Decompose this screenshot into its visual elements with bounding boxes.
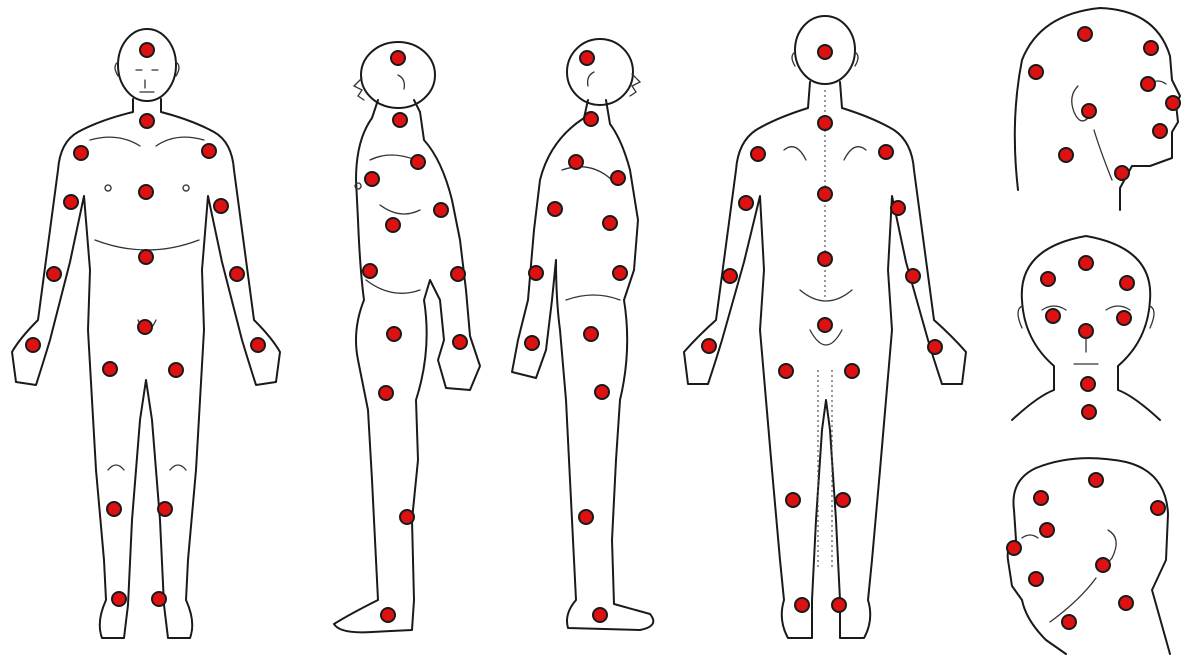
side-body-sketch-point-9 <box>584 327 598 341</box>
side-body-sketch-point-12 <box>579 510 593 524</box>
front-body-point-3 <box>74 146 88 160</box>
front-body-point-11 <box>138 320 152 334</box>
head-side-left-figure <box>1008 458 1170 654</box>
side-body-sketch-point-5 <box>548 202 562 216</box>
back-body-point-11 <box>818 318 832 332</box>
back-body-point-4 <box>879 145 893 159</box>
front-body-point-19 <box>152 592 166 606</box>
back-body-point-9 <box>723 269 737 283</box>
back-body-point-12 <box>702 339 716 353</box>
head-side-right-point-6 <box>1082 104 1096 118</box>
head-side-left-point-5 <box>1007 541 1021 555</box>
head-front-point-5 <box>1117 311 1131 325</box>
back-body-point-17 <box>836 493 850 507</box>
head-side-right-point-7 <box>1153 124 1167 138</box>
head-front-point-8 <box>1082 405 1096 419</box>
back-body-point-15 <box>845 364 859 378</box>
front-body-point-5 <box>64 195 78 209</box>
front-body-point-9 <box>47 267 61 281</box>
back-body-point-5 <box>739 196 753 210</box>
head-front-point-6 <box>1079 324 1093 338</box>
head-side-left-point-8 <box>1119 596 1133 610</box>
head-side-right-point-5 <box>1166 96 1180 110</box>
front-body-point-13 <box>251 338 265 352</box>
front-body-point-6 <box>214 199 228 213</box>
back-body-point-6 <box>818 187 832 201</box>
head-side-left-point-6 <box>1096 558 1110 572</box>
head-side-left-point-7 <box>1029 572 1043 586</box>
front-body-point-17 <box>158 502 172 516</box>
side-body-sketch-point-3 <box>569 155 583 169</box>
head-side-right-point-3 <box>1029 65 1043 79</box>
front-body-point-18 <box>112 592 126 606</box>
side-body-muscled-point-5 <box>434 203 448 217</box>
head-side-right-point-9 <box>1115 166 1129 180</box>
side-body-muscled-point-12 <box>400 510 414 524</box>
side-body-sketch-point-10 <box>525 336 539 350</box>
head-side-right-figure <box>1015 8 1180 210</box>
head-side-left-point-4 <box>1040 523 1054 537</box>
front-body-point-1 <box>140 43 154 57</box>
head-front-point-7 <box>1081 377 1095 391</box>
side-body-muscled-point-4 <box>365 172 379 186</box>
back-body-point-16 <box>786 493 800 507</box>
head-side-right-point-1 <box>1078 27 1092 41</box>
side-body-sketch-point-1 <box>580 51 594 65</box>
front-body-point-14 <box>103 362 117 376</box>
back-body-point-7 <box>891 201 905 215</box>
back-body-point-18 <box>795 598 809 612</box>
head-side-right-point-2 <box>1144 41 1158 55</box>
front-body-point-15 <box>169 363 183 377</box>
front-body-point-10 <box>230 267 244 281</box>
head-front-point-4 <box>1046 309 1060 323</box>
front-body-point-4 <box>202 144 216 158</box>
side-body-muscled-point-2 <box>393 113 407 127</box>
side-body-sketch-point-8 <box>613 266 627 280</box>
front-body-point-12 <box>26 338 40 352</box>
back-body-point-13 <box>928 340 942 354</box>
side-body-muscled-point-9 <box>387 327 401 341</box>
side-body-muscled-point-1 <box>391 51 405 65</box>
back-body-point-8 <box>818 252 832 266</box>
head-side-right-point-4 <box>1141 77 1155 91</box>
front-body-point-16 <box>107 502 121 516</box>
side-body-sketch-point-13 <box>593 608 607 622</box>
head-front-point-1 <box>1079 256 1093 270</box>
head-side-right-point-8 <box>1059 148 1073 162</box>
back-body-point-2 <box>818 116 832 130</box>
side-body-muscled-point-13 <box>381 608 395 622</box>
back-body-point-1 <box>818 45 832 59</box>
head-front-point-3 <box>1120 276 1134 290</box>
front-body-point-2 <box>140 114 154 128</box>
side-body-muscled-point-6 <box>386 218 400 232</box>
back-body-point-3 <box>751 147 765 161</box>
side-body-muscled-point-7 <box>363 264 377 278</box>
side-body-sketch-point-11 <box>595 385 609 399</box>
back-body-point-14 <box>779 364 793 378</box>
back-body-point-10 <box>906 269 920 283</box>
side-body-sketch-point-7 <box>529 266 543 280</box>
head-side-left-point-2 <box>1034 491 1048 505</box>
side-body-muscled-point-3 <box>411 155 425 169</box>
head-front-point-2 <box>1041 272 1055 286</box>
points-layer <box>26 27 1180 629</box>
front-body-point-7 <box>139 185 153 199</box>
front-body-point-8 <box>139 250 153 264</box>
side-body-muscled-point-10 <box>453 335 467 349</box>
side-body-muscled-point-8 <box>451 267 465 281</box>
side-body-muscled-point-11 <box>379 386 393 400</box>
side-body-sketch-point-2 <box>584 112 598 126</box>
head-side-left-point-1 <box>1089 473 1103 487</box>
side-body-sketch-point-6 <box>603 216 617 230</box>
head-side-left-point-9 <box>1062 615 1076 629</box>
back-body-point-19 <box>832 598 846 612</box>
head-side-left-point-3 <box>1151 501 1165 515</box>
side-body-sketch-figure <box>512 39 653 630</box>
side-body-sketch-point-4 <box>611 171 625 185</box>
